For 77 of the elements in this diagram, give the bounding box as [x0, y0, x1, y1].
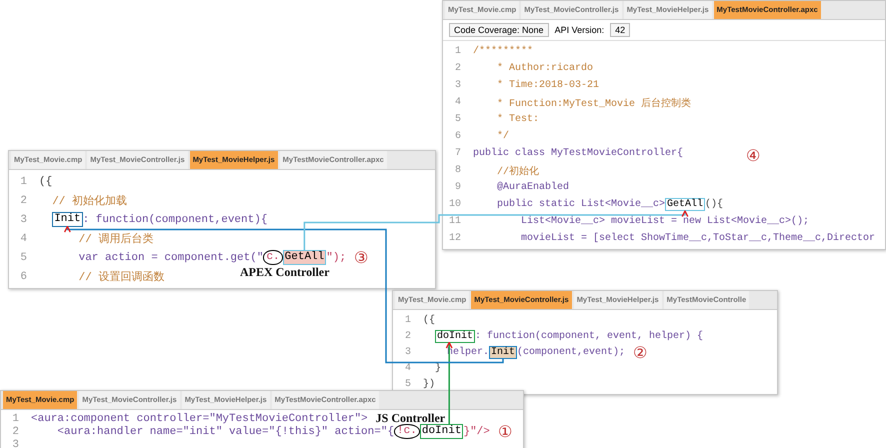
line-number: 1	[19, 176, 27, 188]
code-text: }"/>	[463, 426, 490, 438]
line-number: 2	[19, 194, 27, 206]
code-text: /*********	[473, 46, 534, 57]
code-text: List<Movie__c> movieList = new List<Movie__c>();	[521, 216, 810, 227]
line-number: 11	[448, 216, 461, 227]
code-text: * Author:ricardo	[497, 63, 594, 74]
circled-number: ④	[746, 146, 760, 165]
line-number: 5	[19, 252, 27, 264]
code-editor-window	[8, 150, 436, 289]
line-number: 2	[404, 330, 411, 342]
line-number: 4	[19, 232, 27, 244]
code-text: // 调用后台类	[78, 232, 154, 246]
line-number: 4	[404, 362, 411, 374]
line-number: 3	[404, 346, 411, 358]
dropdown: Code Coverage: None	[449, 23, 549, 37]
highlighted-token: doInit	[420, 424, 464, 439]
line-number: 9	[454, 182, 461, 193]
code-text: })	[423, 378, 436, 390]
code-text: <aura:handler name="init" value="{!this}" action="{	[57, 426, 394, 438]
toolbar-label: API Version:	[554, 25, 604, 35]
circled-number: ②	[633, 342, 648, 362]
line-number: 2	[11, 426, 19, 438]
line-number: 6	[19, 270, 27, 282]
annotation-text: JS Controller	[376, 411, 446, 425]
code-text: * Time:2018-03-21	[497, 80, 600, 91]
highlighted-token: doInit	[435, 330, 476, 342]
line-number: 3	[454, 80, 461, 91]
line-number: 8	[454, 165, 461, 176]
code-text: var action = component.get("	[78, 252, 264, 264]
code-text: public class MyTestMovieController{	[473, 148, 684, 159]
line-number: 7	[454, 148, 461, 159]
line-number: 10	[448, 199, 461, 210]
code-text: movieList = [select ShowTime__c,ToStar__c,Theme__c,Director	[521, 233, 876, 244]
code-text: (component,event);	[517, 346, 626, 358]
highlighted-token: Init	[52, 212, 83, 227]
line-number: 1	[454, 46, 461, 57]
code-text: ({	[39, 176, 52, 188]
connector-arrow	[64, 226, 504, 364]
code-text: // 设置回调函数	[78, 270, 164, 284]
code-text: */	[497, 131, 510, 142]
code-text: // 初始化加载	[52, 194, 127, 208]
connector-arrow	[304, 210, 688, 250]
code-text: }	[435, 362, 442, 374]
highlighted-token: GetAll	[665, 198, 706, 211]
code-editor-window	[442, 0, 886, 250]
code-text: //初始化	[497, 164, 540, 178]
line-number: 3	[11, 438, 19, 448]
line-number: 1	[404, 314, 411, 326]
code-text: ");	[326, 252, 346, 264]
circled-code-text: !c.	[394, 424, 420, 439]
code-text: @AuraEnabled	[497, 182, 570, 193]
annotation-text: APEX Controller	[240, 265, 330, 280]
line-number: 1	[11, 412, 19, 424]
circled-number: ①	[498, 422, 512, 441]
circled-number: ③	[354, 248, 368, 267]
code-text: (){	[705, 199, 724, 210]
line-number: 3	[19, 214, 27, 226]
line-number: 5	[404, 378, 411, 390]
line-number: 6	[454, 131, 461, 142]
dropdown: 42	[610, 23, 630, 37]
line-number: 12	[448, 233, 461, 244]
code-text: public static List<Movie__c>	[497, 199, 666, 210]
code-text: ({	[423, 314, 436, 326]
connector-arrow	[446, 342, 453, 424]
code-editor-window	[392, 290, 778, 395]
code-text: : function(component, event, helper) {	[475, 330, 704, 342]
code-text: : function(component,event){	[82, 214, 268, 226]
line-number: 4	[454, 97, 461, 108]
code-text: * Test:	[497, 114, 540, 125]
code-text: <aura:component controller="MyTestMovieController">	[31, 412, 368, 424]
highlighted-token: Init	[489, 346, 518, 358]
code-editor-window	[0, 390, 524, 448]
line-number: 5	[454, 114, 461, 125]
line-number: 2	[454, 63, 461, 74]
highlighted-token: GetAll	[282, 250, 326, 265]
code-text: * Function:MyTest_Movie 后台控制类	[497, 96, 692, 110]
